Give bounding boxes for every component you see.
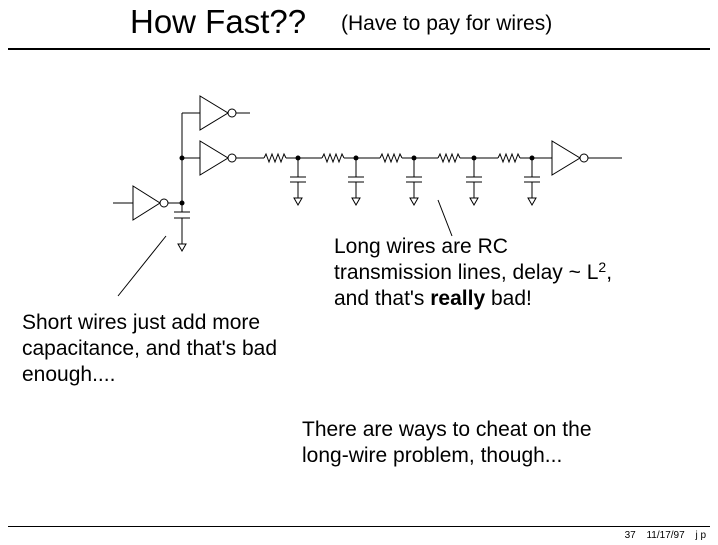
- emphasis-word: really: [430, 287, 486, 310]
- cheat-note: There are ways to cheat on the long-wire…: [302, 417, 592, 469]
- resistor: [263, 152, 287, 164]
- short-wire-note-line: Short wires just add more: [22, 311, 261, 334]
- rc-transmission-line: [236, 152, 552, 207]
- slide-footer: 37 11/17/97 j p: [617, 529, 706, 543]
- slide-title: How Fast??: [130, 3, 307, 40]
- header-divider: [8, 48, 710, 50]
- short-wire-capacitor: [174, 211, 190, 253]
- driver-inverter: [113, 185, 182, 221]
- slide-subtitle: (Have to pay for wires): [341, 12, 553, 35]
- long-wire-driver-inverter: [182, 140, 237, 176]
- junction-dot: [179, 200, 185, 206]
- cheat-note-line: There are ways to cheat on the: [302, 418, 592, 441]
- long-wire-note: Long wires are RC transmission lines, de…: [334, 234, 612, 312]
- emphasis-prefix: and that's: [334, 287, 431, 310]
- delay-exponent: 2: [598, 259, 607, 275]
- footer-initials: j p: [695, 530, 706, 541]
- resistor: [379, 152, 403, 164]
- short-wire-note-line: capacitance, and that's bad: [22, 337, 278, 360]
- short-wire-note: Short wires just add more capacitance, a…: [22, 310, 277, 388]
- short-wire-note-line: enough....: [22, 363, 116, 386]
- page-number: 37: [624, 530, 636, 541]
- delay-suffix: ,: [606, 261, 613, 284]
- resistor: [437, 152, 461, 164]
- footer-date: 11/17/97: [646, 530, 685, 541]
- resistor: [497, 152, 521, 164]
- long-wire-note-line: and that's really bad!: [334, 286, 612, 312]
- resistor: [321, 152, 345, 164]
- long-wire-pointer: [437, 199, 453, 237]
- delay-text: transmission lines, delay ~ L: [334, 261, 599, 284]
- footer-divider: [8, 526, 710, 527]
- receiver-inverter: [551, 140, 622, 176]
- emphasis-suffix: bad!: [485, 287, 532, 310]
- load-inverter-top: [182, 95, 250, 131]
- cheat-note-line: long-wire problem, though...: [302, 444, 563, 467]
- short-wire-pointer: [117, 235, 167, 297]
- long-wire-note-line: transmission lines, delay ~ L2,: [334, 260, 612, 286]
- long-wire-note-line: Long wires are RC: [334, 235, 508, 258]
